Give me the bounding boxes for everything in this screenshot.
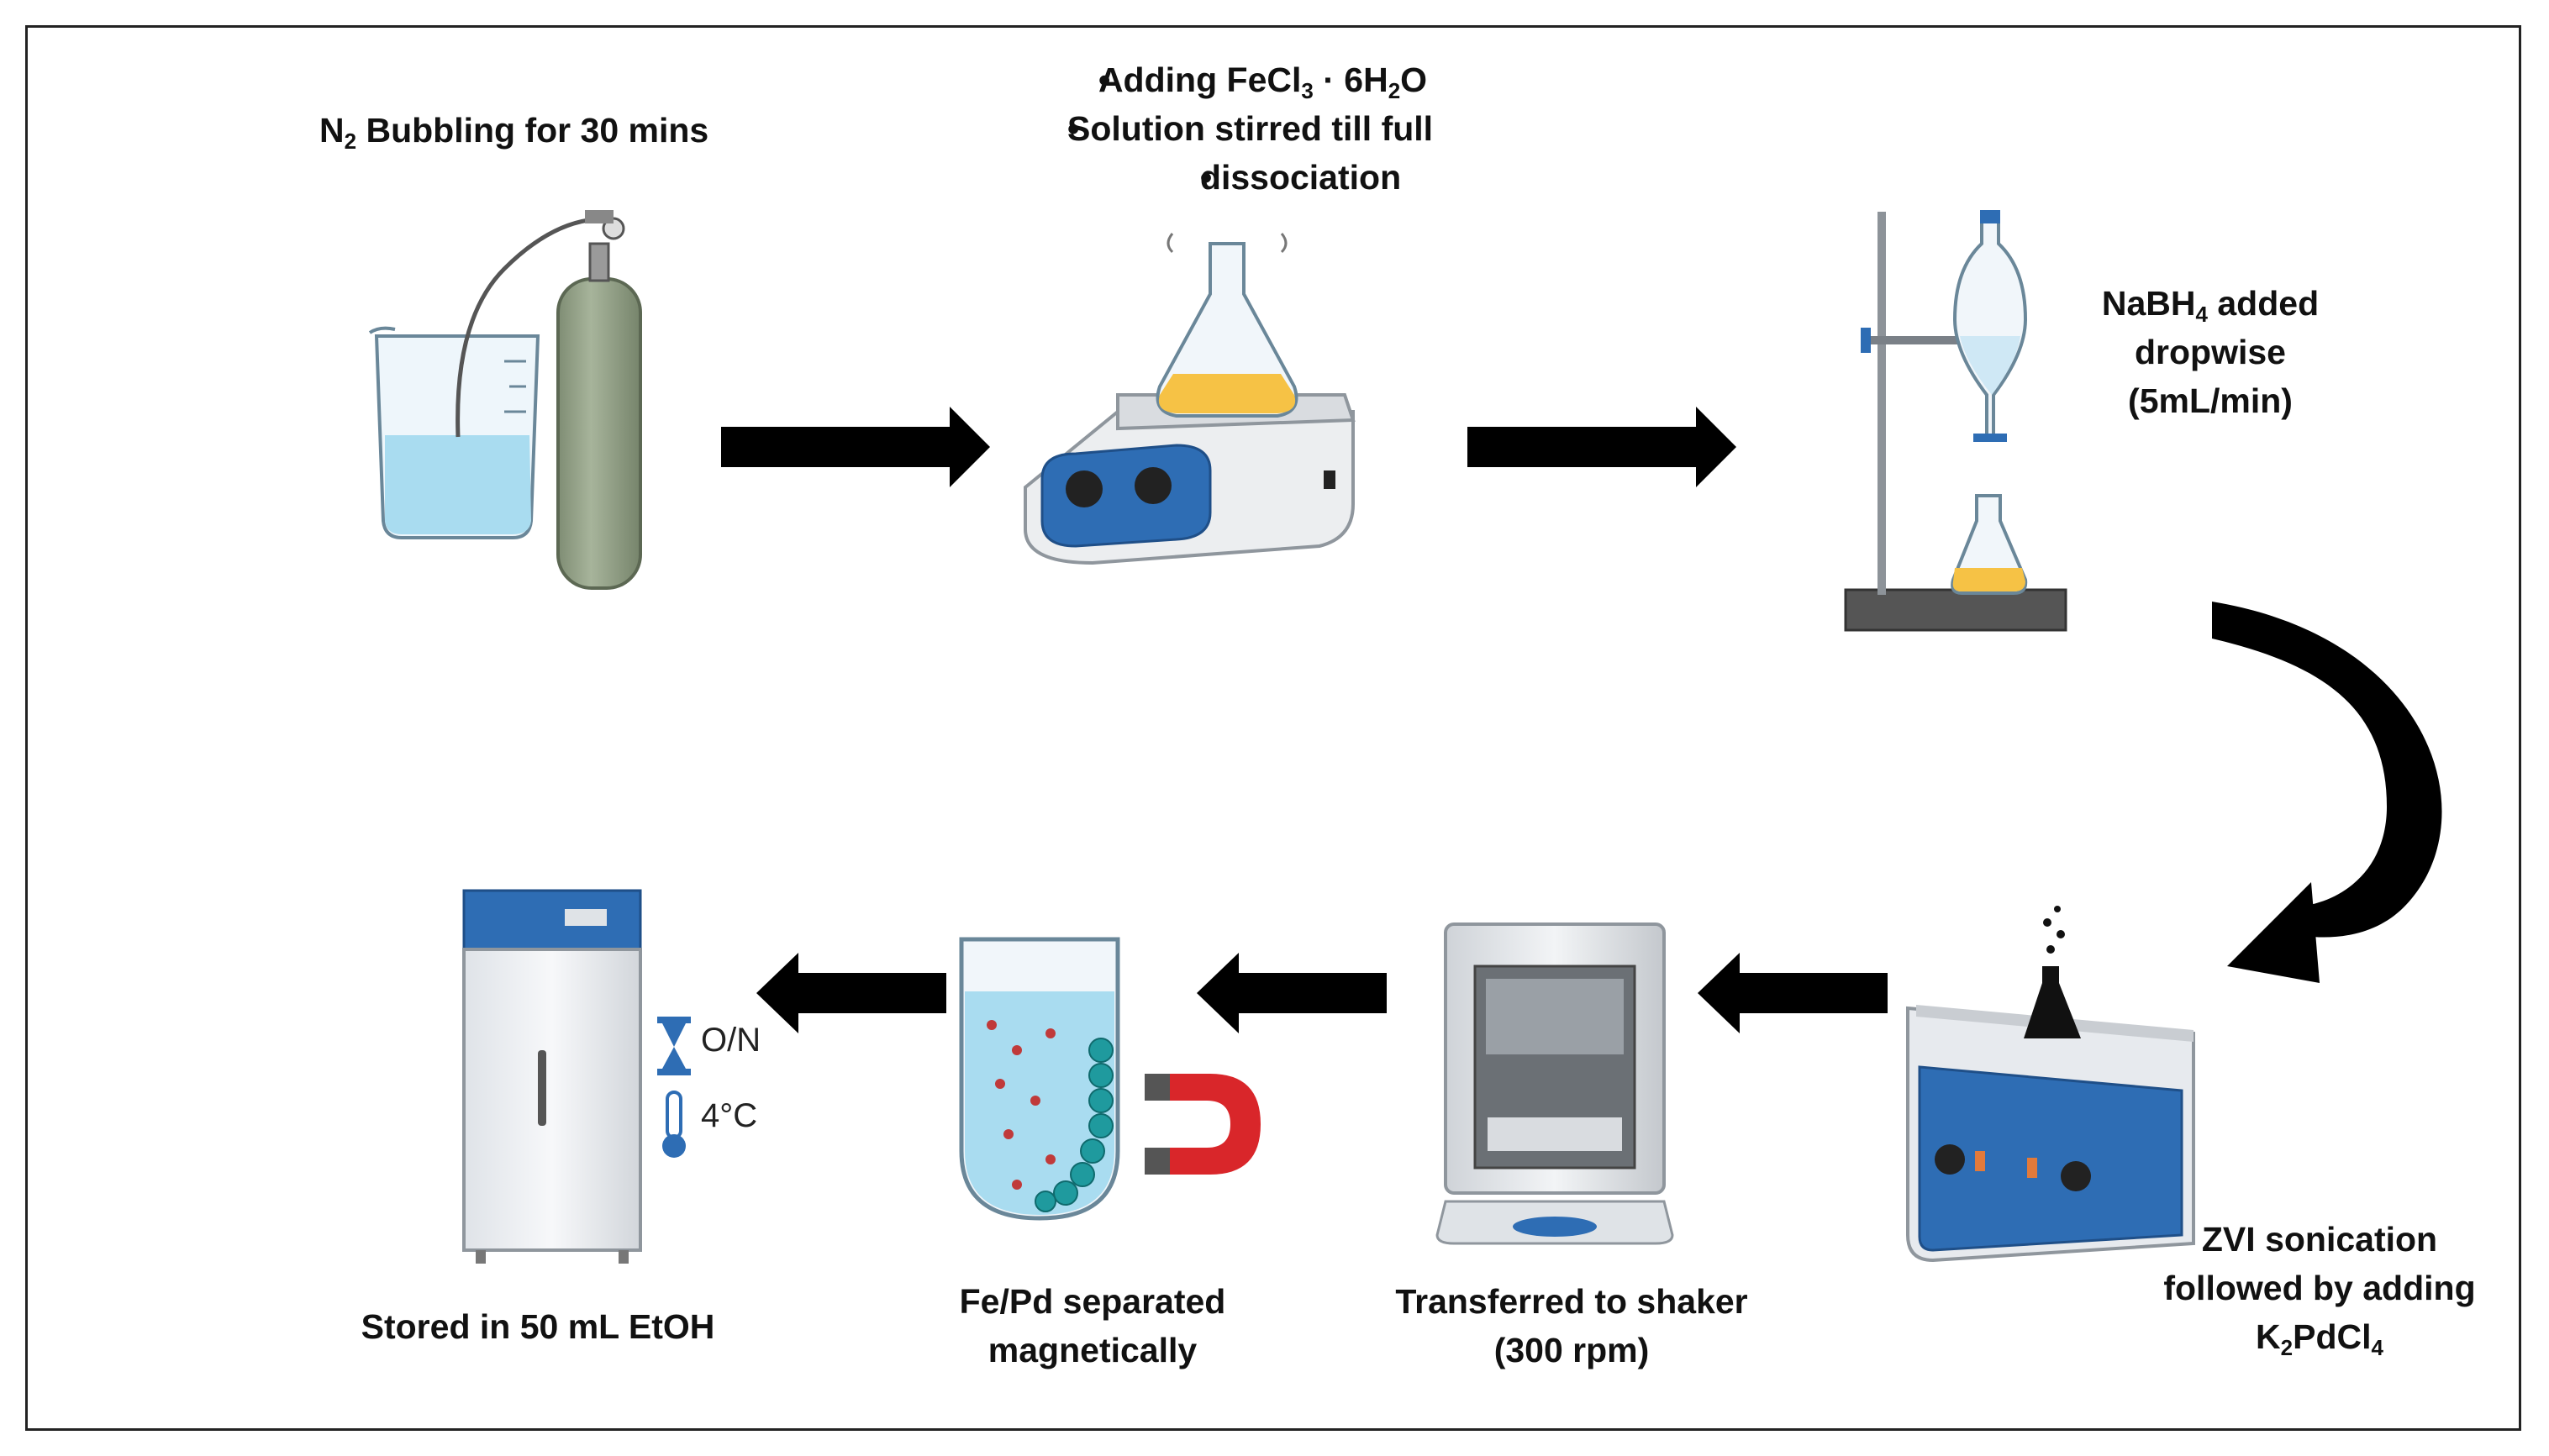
time-condition: O/N <box>701 1022 761 1059</box>
arrow-left-1 <box>1698 953 1888 1033</box>
step3-label: NaBH4 added dropwise (5mL/min) <box>2101 284 2320 420</box>
thermometer-icon <box>662 1091 686 1158</box>
step2-bullet-2-cont: dissociation <box>1009 153 1433 202</box>
step2-label: Adding FeCl3 · 6H2O Solution stirred til… <box>1009 55 1433 202</box>
separatory-funnel-icon <box>1844 210 2067 632</box>
step4-label: ZVI sonication followed by adding K2PdCl… <box>2163 1220 2476 1360</box>
hourglass-icon <box>657 1017 691 1075</box>
gas-cylinder-icon <box>456 210 642 590</box>
incubator-shaker-icon <box>1435 922 1674 1245</box>
step6-label: Fe/Pd separated magnetically <box>959 1282 1226 1369</box>
arrow-right-2 <box>1467 407 1736 487</box>
step1-label: N2 Bubbling for 30 mins <box>319 111 709 154</box>
curved-arrow <box>2212 602 2442 983</box>
hotplate-stirrer-icon <box>1024 233 1356 565</box>
test-tube-icon <box>959 937 1120 1221</box>
arrow-left-2 <box>1197 953 1387 1033</box>
step5-label: Transferred to shaker (300 rpm) <box>1395 1282 1748 1369</box>
step7-label: Stored in 50 mL EtOH <box>361 1307 715 1346</box>
step2-bullet-1: Adding FeCl3 · 6H2O <box>1009 55 1433 104</box>
beaker-icon <box>368 326 540 539</box>
ultrasonic-bath-icon <box>1906 906 2195 1263</box>
temperature-condition: 4°C <box>701 1097 758 1134</box>
refrigerator-icon <box>462 889 642 1264</box>
step2-bullet-2: Solution stirred till full <box>1009 104 1433 153</box>
magnet-icon <box>1145 1074 1261 1175</box>
arrow-right-1 <box>721 407 990 487</box>
arrow-left-3 <box>756 953 946 1033</box>
